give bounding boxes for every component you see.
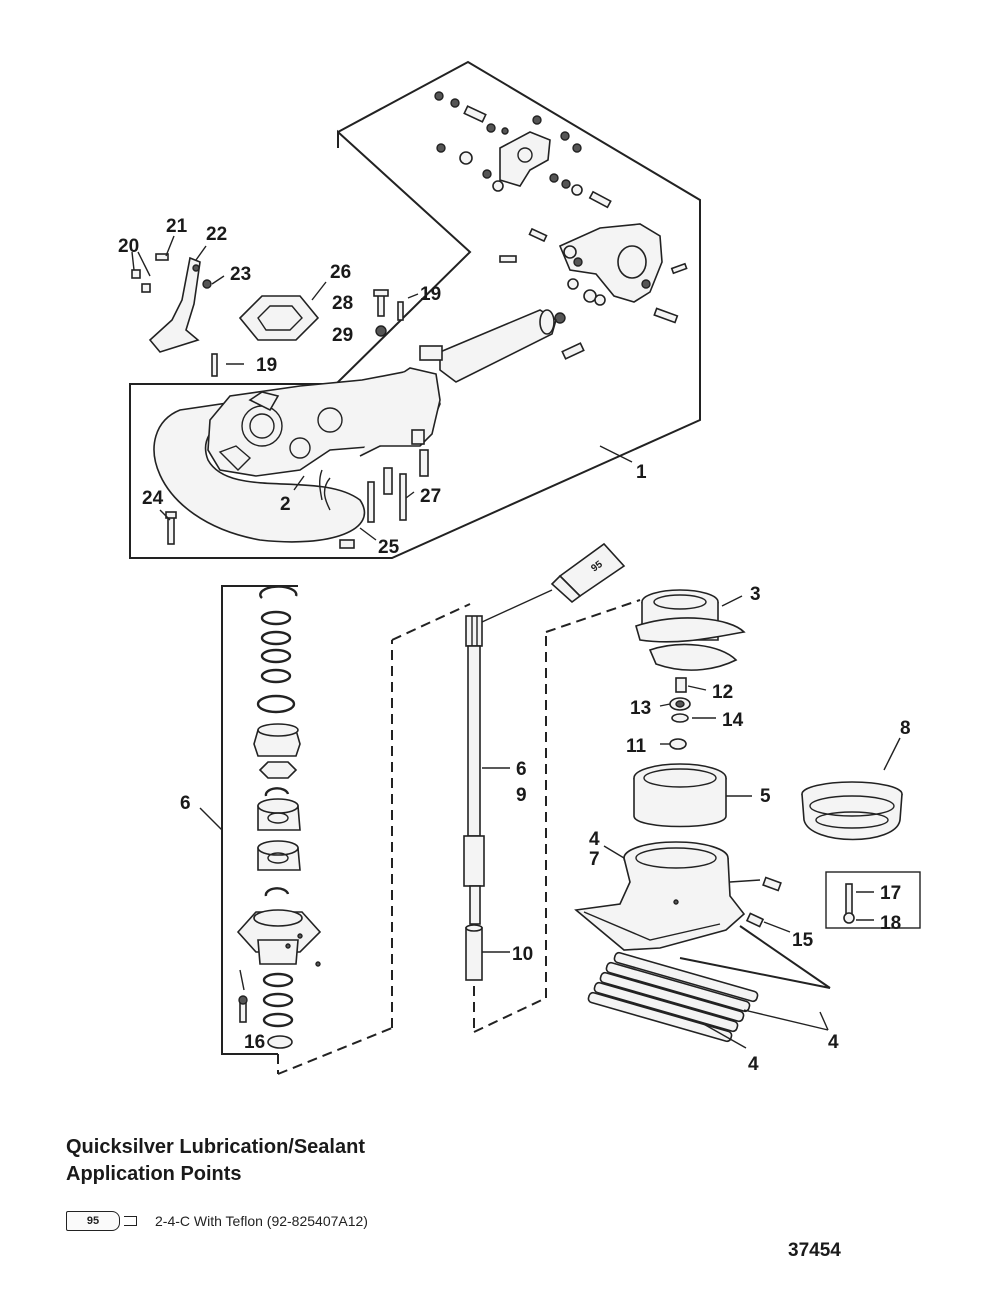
callout-17: 17 <box>880 883 901 904</box>
caption-line-1: Quicksilver Lubrication/Sealant <box>66 1136 365 1158</box>
callout-12: 12 <box>712 682 733 703</box>
callout-25: 25 <box>378 537 400 558</box>
callout-4-grate: 4 <box>748 1054 759 1075</box>
callout-24: 24 <box>142 488 164 509</box>
callout-19-right: 19 <box>420 284 441 305</box>
callout-4-rods: 4 <box>828 1032 839 1053</box>
callout-13: 13 <box>630 698 651 719</box>
callout-15: 15 <box>792 930 814 951</box>
callout-9: 9 <box>516 785 527 806</box>
callout-20: 20 <box>118 236 139 257</box>
figure-number: 37454 <box>788 1240 841 1261</box>
callout-23: 23 <box>230 264 251 285</box>
caption-line-2: Application Points <box>66 1163 242 1185</box>
callout-5: 5 <box>760 786 771 807</box>
legend-text: 2-4-C With Teflon (92-825407A12) <box>155 1213 368 1229</box>
housing-group-outline <box>129 60 701 559</box>
jet-pump-housing <box>574 841 782 951</box>
callout-1: 1 <box>636 462 647 483</box>
callout-3: 3 <box>750 584 761 605</box>
legend-tube-number: 95 <box>86 1215 100 1227</box>
callout-14: 14 <box>722 710 744 731</box>
steering-bracket <box>131 253 212 353</box>
lubricant-legend: 95 2-4-C With Teflon (92-825407A12) <box>66 1208 368 1234</box>
impeller-hardware <box>669 677 691 750</box>
callout-8: 8 <box>900 718 911 739</box>
bearing-stack <box>236 585 322 1049</box>
bolt-28 <box>377 293 385 317</box>
callout-2: 2 <box>280 494 291 515</box>
tube-nozzle-icon <box>124 1216 137 1226</box>
callout-28: 28 <box>332 293 353 314</box>
callout-4-housing: 4 <box>589 829 600 850</box>
callout-21: 21 <box>166 216 188 237</box>
steering-tube <box>419 309 557 383</box>
pump-housing <box>153 367 441 549</box>
lubricant-tube: 95 <box>481 542 626 623</box>
liner-seal <box>801 781 903 841</box>
mounting-plate <box>238 295 320 341</box>
callout-29: 29 <box>332 325 353 346</box>
callout-10: 10 <box>512 944 533 965</box>
driveshaft <box>463 615 485 981</box>
impeller <box>635 589 746 671</box>
callout-11: 11 <box>626 736 647 757</box>
callout-7: 7 <box>589 849 600 870</box>
lubrication-caption: Quicksilver Lubrication/Sealant Applicat… <box>66 1134 365 1188</box>
callout-26: 26 <box>330 262 351 283</box>
pin-19 <box>211 353 218 377</box>
hardware-inset-box <box>825 871 921 929</box>
callout-16: 16 <box>244 1032 265 1053</box>
bearing-kit-outline <box>221 585 298 1055</box>
lubricant-tube-icon: 95 <box>66 1211 120 1231</box>
callout-19-left: 19 <box>256 355 277 376</box>
wear-ring <box>633 763 727 828</box>
callout-22: 22 <box>206 224 227 245</box>
callout-18: 18 <box>880 913 901 934</box>
intake-grate <box>587 925 831 1043</box>
callout-6-kit: 6 <box>180 793 191 814</box>
callout-6-shaft: 6 <box>516 759 527 780</box>
callout-27: 27 <box>420 486 441 507</box>
steering-linkage-parts <box>434 91 688 360</box>
